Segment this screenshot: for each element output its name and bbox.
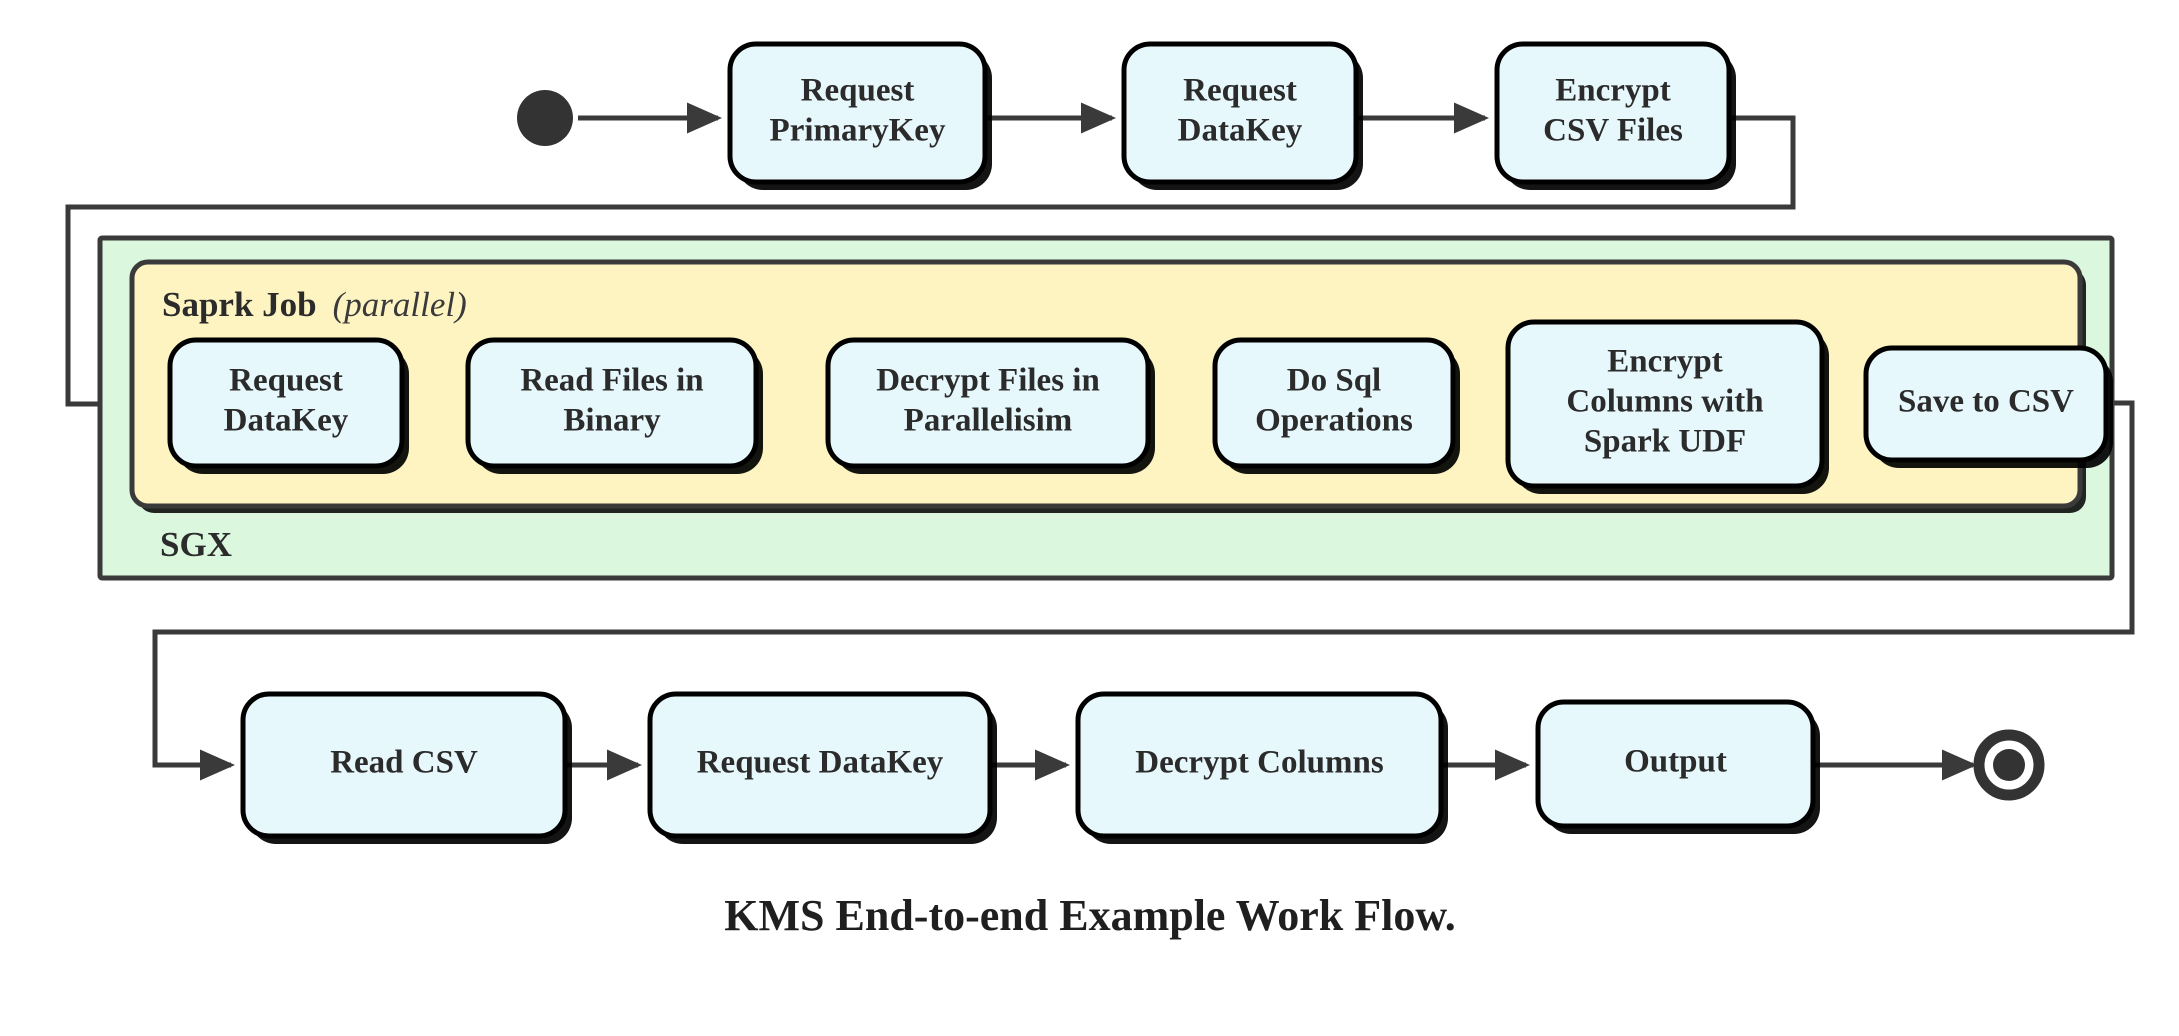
edge-save-to-csv-loopback-to-read-csv <box>152 400 2135 781</box>
spark-job-label-main: Saprk Job <box>162 285 317 324</box>
node-read-csv[interactable]: Read CSV <box>240 691 572 844</box>
node-label-line: Request <box>1183 73 1297 109</box>
node-rect[interactable] <box>1212 337 1456 469</box>
end-node-inner-dot-icon <box>1993 749 2025 781</box>
nodes-layer: RequestPrimaryKeyRequestDataKeyEncryptCS… <box>167 41 2113 844</box>
node-label-line: CSV Files <box>1543 113 1683 149</box>
spark-job-label: Saprk Job (parallel) <box>162 285 467 324</box>
node-rect[interactable] <box>1535 699 1816 829</box>
node-rect[interactable] <box>727 41 988 185</box>
node-rect[interactable] <box>1121 41 1359 185</box>
terminators-layer <box>517 90 2045 801</box>
node-rect[interactable] <box>1075 691 1444 839</box>
node-label-line: Parallelisim <box>904 403 1073 439</box>
node-decrypt-files-in-parallelisim[interactable]: Decrypt Files in Parallelisim <box>825 337 1155 474</box>
node-output[interactable]: Output <box>1535 699 1820 834</box>
node-label-line: Request <box>229 363 343 399</box>
node-save-to-csv[interactable]: Save to CSV <box>1863 345 2113 468</box>
node-decrypt-columns[interactable]: Decrypt Columns <box>1075 691 1448 844</box>
node-label-line: Spark UDF <box>1584 424 1746 460</box>
node-label-line: Read CSV <box>330 745 478 781</box>
node-rect[interactable] <box>240 691 568 839</box>
node-read-files-in-binary[interactable]: Read Files in Binary <box>465 337 763 474</box>
spark-job-label-suffix: (parallel) <box>333 285 467 324</box>
node-label-line: Encrypt <box>1607 344 1723 380</box>
node-label-line: Binary <box>563 403 661 439</box>
edge-encrypt-csv-loopback-to-request-datakey-mid <box>65 115 1796 420</box>
end-node-outer-ring-icon <box>1973 729 2045 801</box>
node-label-line: Do Sql <box>1287 363 1381 399</box>
node-label-line: Decrypt Files in <box>876 363 1100 399</box>
node-request-datakey-bottom[interactable]: Request DataKey <box>647 691 997 844</box>
node-label-line: Encrypt <box>1555 73 1671 109</box>
node-label-line: Read Files in <box>520 363 703 399</box>
diagram-caption: KMS End-to-end Example Work Flow. <box>724 891 1455 940</box>
node-label-line: Operations <box>1255 403 1413 439</box>
node-label-line: Request DataKey <box>697 745 944 781</box>
node-label-line: Request <box>801 73 915 109</box>
node-rect[interactable] <box>1505 319 1825 489</box>
node-label-line: Save to CSV <box>1898 384 2074 420</box>
node-label-line: PrimaryKey <box>770 113 946 149</box>
node-label-line: Decrypt Columns <box>1135 745 1384 781</box>
node-label-line: DataKey <box>224 403 349 439</box>
node-label-line: DataKey <box>1178 113 1303 149</box>
node-label-line: Output <box>1624 744 1727 780</box>
node-rect[interactable] <box>1494 41 1732 185</box>
sgx-label: SGX <box>160 525 232 564</box>
node-rect[interactable] <box>465 337 759 469</box>
node-rect[interactable] <box>167 337 405 469</box>
node-rect[interactable] <box>1863 345 2109 463</box>
node-label-line: Columns with <box>1566 384 1763 420</box>
node-rect[interactable] <box>825 337 1151 469</box>
node-rect[interactable] <box>647 691 993 839</box>
start-node-icon <box>517 90 573 146</box>
